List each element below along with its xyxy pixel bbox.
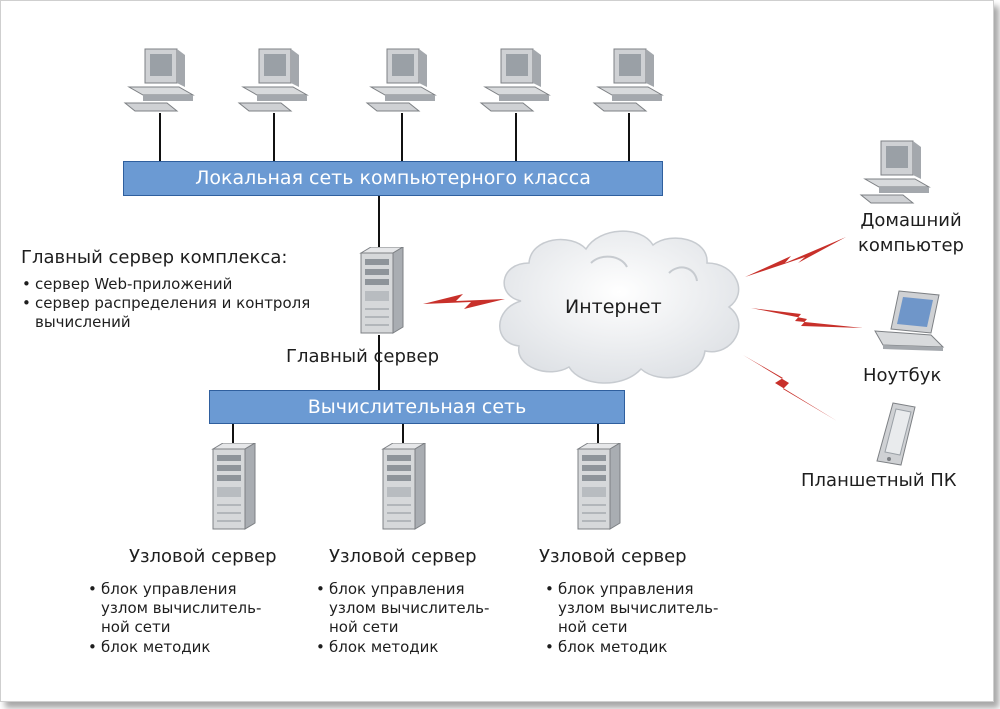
internet-cloud [499, 230, 740, 384]
workstation-icon [479, 48, 551, 112]
main-server-bullet-continuation: вычислений [35, 313, 131, 331]
list-item: блок методик [87, 638, 210, 657]
main-server-heading: Главный сервер комплекса: [21, 247, 288, 268]
workstation-icon [365, 48, 437, 112]
node-server-bullets: блок методик [544, 638, 667, 657]
node-server-bullets: блок управления [315, 580, 464, 599]
node-server-title: Узловой сервер [329, 546, 477, 567]
home-computer-icon [859, 140, 931, 204]
list-item: блок управления [544, 580, 693, 599]
home-computer-label-line1: Домашний [860, 210, 962, 231]
connection-layer [159, 113, 863, 443]
node-bullet-continuation: узлом вычислитель- [101, 599, 262, 617]
node-bullet-continuation: узлом вычислитель- [558, 599, 719, 617]
node-server-title: Узловой сервер [539, 546, 687, 567]
node-bullet-continuation: ной сети [329, 618, 399, 636]
workstation-icon [123, 48, 195, 112]
home-computer-label: Домашний компьютер [849, 208, 973, 258]
list-item: блок методик [544, 638, 667, 657]
bolt-home [745, 237, 846, 277]
server-icon [576, 443, 621, 530]
list-item: блок управления [87, 580, 236, 599]
node-server-bullets: блок управления [544, 580, 693, 599]
tablet-icon [876, 402, 916, 466]
workstation-icon [592, 48, 664, 112]
node-server-bullets: блок методик [315, 638, 438, 657]
node-bullet-continuation: узлом вычислитель- [329, 599, 490, 617]
server-icon [381, 443, 426, 530]
laptop-icon [874, 290, 945, 351]
node-bullet-continuation: ной сети [558, 618, 628, 636]
internet-label: Интернет [565, 296, 662, 318]
node-server-bullets: блок методик [87, 638, 210, 657]
lan-bar: Локальная сеть компьютерного класса [123, 161, 663, 196]
list-item: блок методик [315, 638, 438, 657]
home-computer-label-line2: компьютер [858, 235, 964, 256]
main-server-bullets: сервер Web-приложений сервер распределен… [21, 275, 310, 313]
server-icon [359, 247, 404, 334]
bolt-tablet [743, 355, 837, 421]
bolt-laptop [751, 308, 863, 328]
workstation-icon [237, 48, 309, 112]
node-server-bullets: блок управления [87, 580, 236, 599]
laptop-label: Ноутбук [863, 365, 942, 386]
list-item: блок управления [315, 580, 464, 599]
server-icon [211, 443, 256, 530]
node-server-title: Узловой сервер [129, 546, 277, 567]
node-bullet-continuation: ной сети [101, 618, 171, 636]
list-item: сервер распределения и контроля [21, 294, 310, 313]
bolt-server-internet [423, 294, 505, 309]
main-server-caption: Главный сервер [286, 346, 440, 367]
list-item: сервер Web-приложений [21, 275, 310, 294]
compute-bar: Вычислительная сеть [209, 390, 625, 424]
tablet-label: Планшетный ПК [801, 470, 957, 491]
